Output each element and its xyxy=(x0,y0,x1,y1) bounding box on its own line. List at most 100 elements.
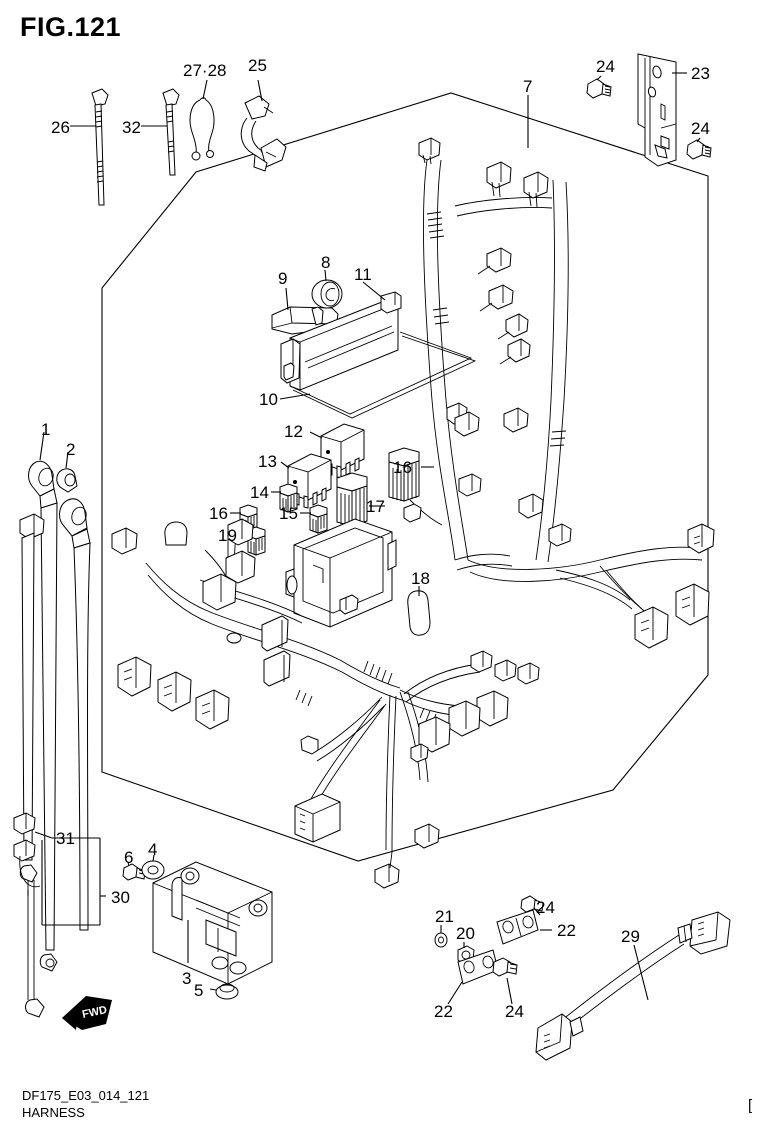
callout-label-26: 26 xyxy=(51,118,70,137)
callout-label-32: 32 xyxy=(122,118,141,137)
callout-label-24c: 24 xyxy=(536,898,555,917)
harness-connector xyxy=(195,689,230,730)
part-bolt-24-clamp-upper xyxy=(520,895,544,916)
callout-label-17: 17 xyxy=(366,497,385,516)
callout-label-5: 5 xyxy=(194,981,204,1000)
caption-code: DF175_E03_014_121 xyxy=(22,1088,150,1103)
harness-connector xyxy=(517,662,540,685)
harness-connector xyxy=(494,659,517,682)
harness-connector xyxy=(458,473,482,497)
harness-connector xyxy=(261,615,289,652)
callout-label-16: 16 xyxy=(393,458,412,477)
harness-connector xyxy=(157,671,192,712)
part-mounting-bracket-23 xyxy=(637,53,687,167)
harness-connector xyxy=(418,137,441,165)
part-fuse-14 xyxy=(271,483,298,513)
part-bushing-8 xyxy=(311,269,343,309)
harness-connector xyxy=(448,700,481,737)
harness-connector xyxy=(225,550,256,584)
harness-connector xyxy=(477,247,512,275)
harness-connector xyxy=(486,161,512,198)
callout-label-16b: 16 xyxy=(209,504,228,523)
harness-connector xyxy=(503,407,529,433)
harness-connector xyxy=(374,863,400,889)
callout-label-4: 4 xyxy=(148,840,158,859)
harness-tape-band xyxy=(426,211,567,447)
harness-connector xyxy=(263,650,291,687)
harness-connector xyxy=(294,793,341,843)
callout-label-9: 9 xyxy=(278,269,288,288)
callout-label-11: 11 xyxy=(354,265,372,284)
part-harness-holder-3 xyxy=(152,861,273,985)
callout-label-23: 23 xyxy=(691,64,710,83)
callout-label-31: 31 xyxy=(56,829,75,848)
harness-connector xyxy=(497,313,529,340)
callout-label-8: 8 xyxy=(321,253,331,272)
part-cable-clip-31 xyxy=(13,812,106,926)
corner-mark: [ xyxy=(748,1097,753,1114)
fuse-box-housing xyxy=(285,518,397,628)
harness-connector xyxy=(117,656,152,697)
harness-connector xyxy=(202,573,237,611)
callout-label-22: 22 xyxy=(557,921,576,940)
harness-connector xyxy=(518,493,544,519)
callout-label-24: 24 xyxy=(596,57,615,76)
part-gasket-10 xyxy=(279,331,477,419)
callout-label-12: 12 xyxy=(284,422,303,441)
harness-connector xyxy=(418,716,451,753)
callout-label-18: 18 xyxy=(411,569,430,588)
harness-connector xyxy=(111,527,138,555)
part-cable-clamp-25 xyxy=(240,79,287,172)
harness-connector xyxy=(479,284,514,312)
part-fuse-box-11 xyxy=(280,281,402,391)
main-wiring-harness-7 xyxy=(111,95,715,889)
callout-label-10: 10 xyxy=(259,390,278,409)
harness-connector xyxy=(687,523,715,554)
callout-label-6: 6 xyxy=(124,848,134,867)
part-fuse-16-right xyxy=(388,447,434,502)
figure-caption: DF175_E03_014_121 HARNESS xyxy=(22,1087,149,1121)
callout-label-27-28: 27·28 xyxy=(183,61,227,80)
svg-text:FWD: FWD xyxy=(81,1004,108,1021)
callout-label-1: 1 xyxy=(41,420,51,439)
figure-title: FIG.121 xyxy=(20,12,122,42)
part-bolt-24-lower xyxy=(686,137,712,160)
part-bolt-24-upper xyxy=(586,75,612,99)
harness-connector xyxy=(634,606,669,649)
part-washer-4 xyxy=(141,854,165,880)
callout-label-19: 19 xyxy=(218,526,237,545)
harness-connector xyxy=(499,338,531,365)
part-identification-tag-18 xyxy=(407,586,431,636)
harness-connector xyxy=(410,743,429,763)
callout-label-2: 2 xyxy=(66,440,76,459)
part-grommet-5 xyxy=(209,983,239,1000)
callout-label-22b: 22 xyxy=(434,1002,453,1021)
harness-connector xyxy=(403,503,422,523)
harness-connector xyxy=(414,823,440,849)
callout-label-24d: 24 xyxy=(505,1002,524,1021)
harness-connector xyxy=(227,518,254,546)
part-clamp-22-upper xyxy=(496,909,552,945)
harness-connector xyxy=(523,171,549,208)
part-fuse-17 xyxy=(336,472,385,527)
callout-label-30: 30 xyxy=(111,888,130,907)
part-bolt-24-clamp-lower xyxy=(492,957,518,1005)
part-fuse-15 xyxy=(300,504,328,534)
callout-label-7: 7 xyxy=(523,77,533,96)
harness-connector xyxy=(470,650,493,673)
callout-label-13: 13 xyxy=(258,452,277,471)
callout-label-20: 20 xyxy=(456,924,475,943)
part-washer-21 xyxy=(434,925,448,948)
callout-label-15: 15 xyxy=(279,504,298,523)
caption-name: HARNESS xyxy=(22,1105,85,1120)
callout-label-21: 21 xyxy=(435,907,454,926)
part-clamp-22-lower xyxy=(447,949,499,1005)
harness-grommet xyxy=(164,521,188,546)
callout-label-14: 14 xyxy=(250,483,269,502)
part-cable-tie-26 xyxy=(70,88,109,206)
harness-connector xyxy=(548,523,572,547)
part-cable-boot-2 xyxy=(56,451,78,493)
callout-label-29: 29 xyxy=(621,927,640,946)
part-battery-cable-positive xyxy=(59,498,91,931)
